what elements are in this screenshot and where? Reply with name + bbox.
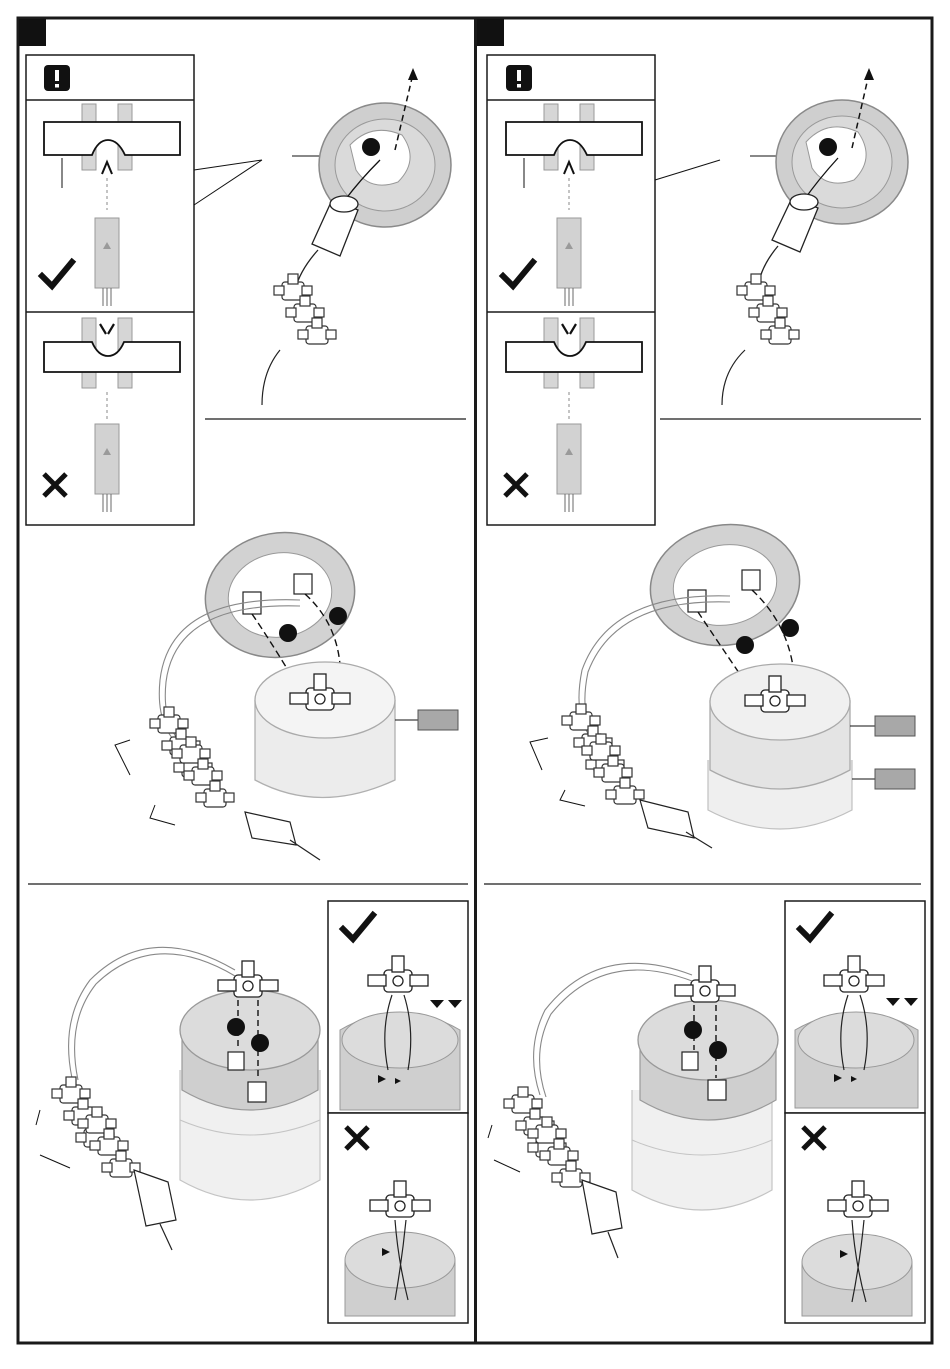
warning-box-right [487,55,655,525]
right-panel [477,19,925,1323]
assembly-middle-right [530,513,915,848]
detail-box-wrong-right [785,1113,925,1323]
detail-box-wrong-left [328,1113,468,1323]
detail-box-correct-left [328,901,468,1113]
assembly-bottom-right [488,963,778,1258]
assembly-middle-left [115,521,458,860]
exclamation-icon [44,65,70,91]
step-marker-left [19,19,46,46]
gray-label-1 [418,710,458,730]
connector-stack-top-right [737,274,799,344]
hub-bottom-left [218,961,278,997]
cable-sleeve-top-left [295,196,358,290]
connector-stack-top-left [274,274,336,344]
hub-bottom-right [675,966,735,1002]
step-marker-right [477,19,504,46]
gray-label-2 [875,769,915,789]
assembly-bottom-left [36,947,320,1250]
warning-box-left [26,55,194,525]
left-panel [19,19,468,1323]
gray-label-1 [875,716,915,736]
cable-sleeve-top-right [758,194,818,285]
exclamation-icon [506,65,532,91]
detail-box-correct-right [785,901,925,1113]
